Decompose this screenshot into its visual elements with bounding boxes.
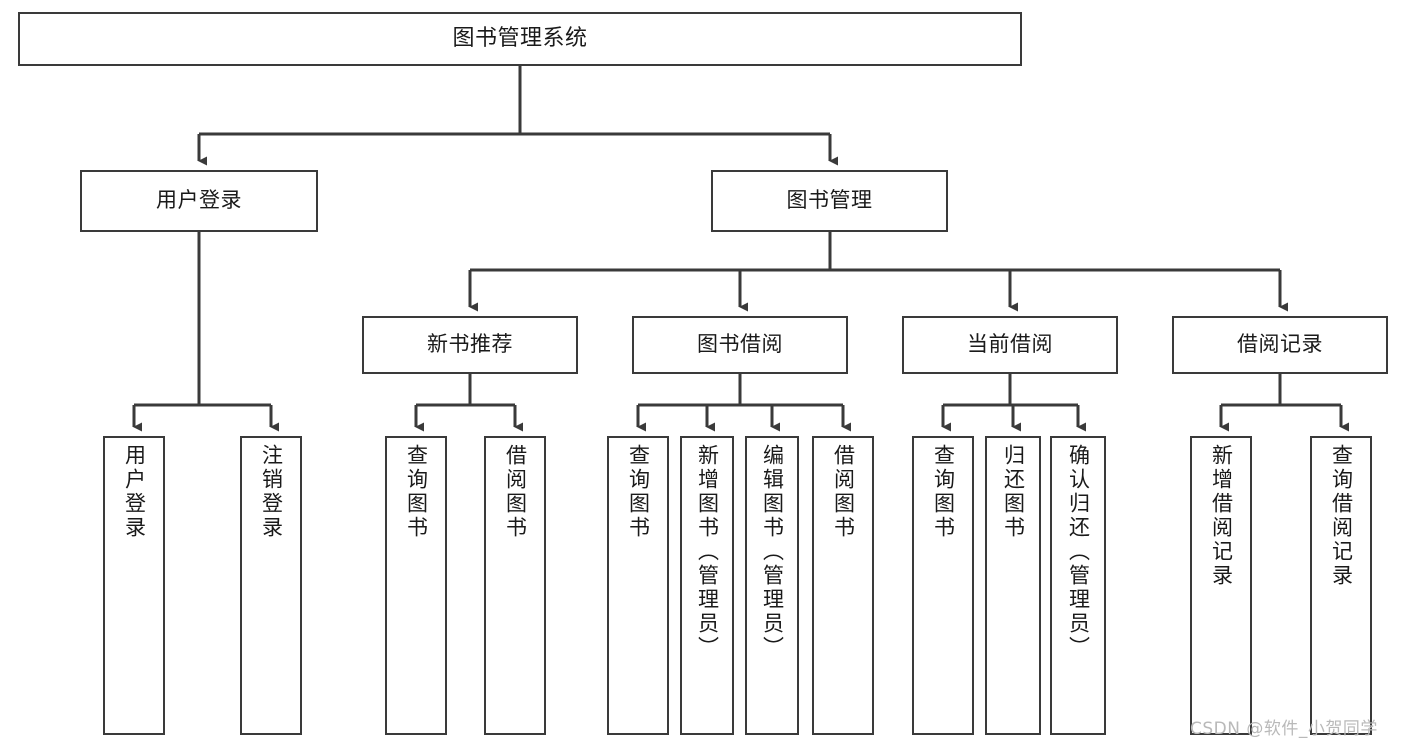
node-leaf2[interactable]: 注销登录 xyxy=(240,436,302,735)
node-label: 图书管理 xyxy=(786,188,873,213)
node-root[interactable]: 图书管理系统 xyxy=(18,12,1022,66)
node-label: 图书借阅 xyxy=(697,332,783,357)
node-label: 新增借阅记录 xyxy=(1209,444,1234,588)
node-label: 编辑图书（管理员） xyxy=(760,444,785,660)
node-records[interactable]: 借阅记录 xyxy=(1172,316,1388,374)
node-leaf8[interactable]: 借阅图书 xyxy=(812,436,874,735)
node-label: 归还图书 xyxy=(1001,444,1026,540)
node-leaf6[interactable]: 新增图书（管理员） xyxy=(680,436,734,735)
node-login[interactable]: 用户登录 xyxy=(80,170,318,232)
node-label: 借阅记录 xyxy=(1237,332,1323,357)
node-label: 用户登录 xyxy=(156,188,242,213)
node-label: 新增图书（管理员） xyxy=(695,444,720,660)
node-newbook[interactable]: 新书推荐 xyxy=(362,316,578,374)
node-label: 注销登录 xyxy=(259,444,284,540)
node-borrow[interactable]: 图书借阅 xyxy=(632,316,848,374)
node-label: 确认归还（管理员） xyxy=(1066,444,1091,660)
node-label: 借阅图书 xyxy=(831,444,856,540)
node-label: 新书推荐 xyxy=(427,332,513,357)
node-leaf4[interactable]: 借阅图书 xyxy=(484,436,546,735)
node-label: 查询图书 xyxy=(626,444,651,540)
node-label: 用户登录 xyxy=(122,444,147,540)
node-bookmgmt[interactable]: 图书管理 xyxy=(711,170,948,232)
node-leaf12[interactable]: 新增借阅记录 xyxy=(1190,436,1252,735)
node-current[interactable]: 当前借阅 xyxy=(902,316,1118,374)
node-leaf9[interactable]: 查询图书 xyxy=(912,436,974,735)
node-leaf5[interactable]: 查询图书 xyxy=(607,436,669,735)
node-label: 查询图书 xyxy=(931,444,956,540)
node-leaf7[interactable]: 编辑图书（管理员） xyxy=(745,436,799,735)
node-label: 当前借阅 xyxy=(967,332,1053,357)
node-leaf11[interactable]: 确认归还（管理员） xyxy=(1050,436,1106,735)
csdn-watermark: CSDN @软件_小贺同学 xyxy=(1190,719,1378,739)
node-leaf10[interactable]: 归还图书 xyxy=(985,436,1041,735)
node-leaf1[interactable]: 用户登录 xyxy=(103,436,165,735)
node-leaf13[interactable]: 查询借阅记录 xyxy=(1310,436,1372,735)
node-leaf3[interactable]: 查询图书 xyxy=(385,436,447,735)
node-label: 图书管理系统 xyxy=(452,25,588,51)
node-label: 查询借阅记录 xyxy=(1329,444,1354,588)
node-label: 借阅图书 xyxy=(503,444,528,540)
node-label: 查询图书 xyxy=(404,444,429,540)
